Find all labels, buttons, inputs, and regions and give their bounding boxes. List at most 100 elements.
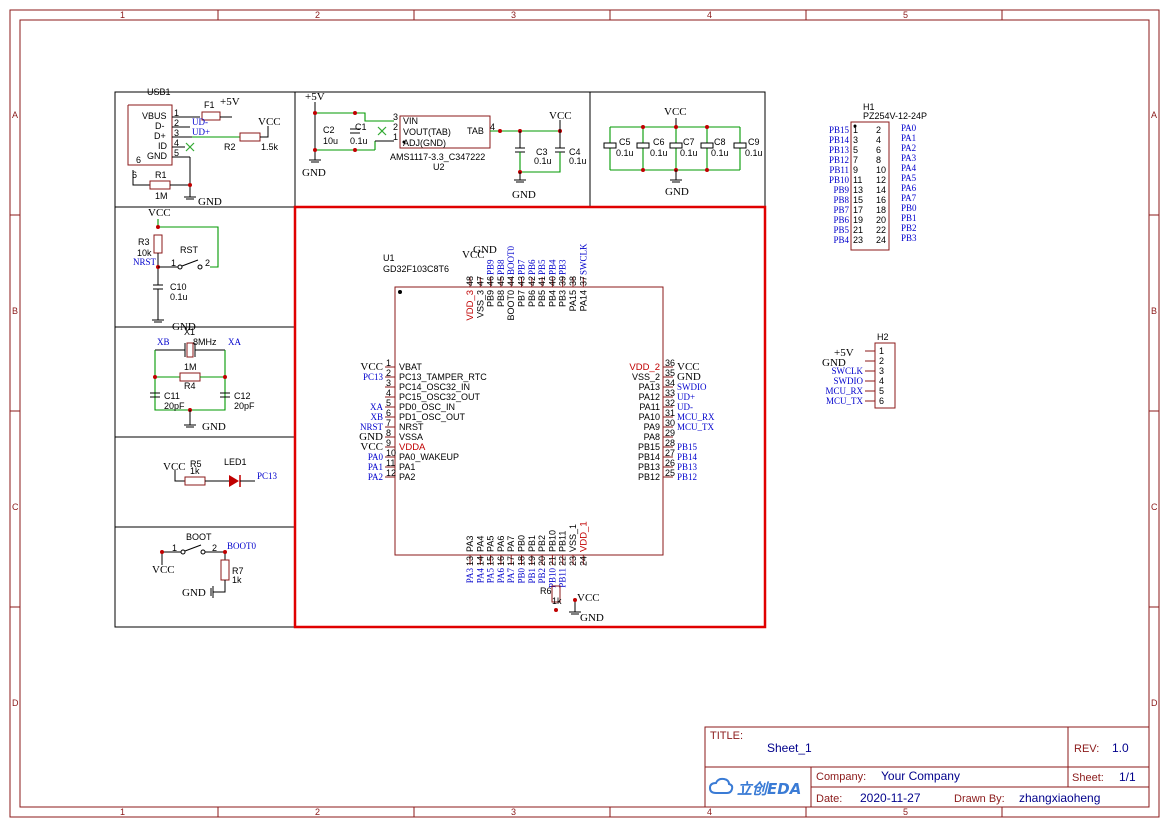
mcu-net-39: PB3 — [558, 259, 568, 275]
c11-label: C11 — [164, 391, 180, 401]
c7-label: C7 — [683, 137, 695, 147]
boot-vcc: VCC — [152, 564, 175, 576]
mcu-net-10: PA0 — [368, 452, 384, 462]
mcu-pin-name-20: PB2 — [537, 535, 547, 552]
mcu-pin-name-37: PA14 — [578, 290, 588, 311]
h1-net-left-5: PB13 — [829, 145, 850, 155]
h2-net-4: SWDIO — [834, 376, 864, 386]
h1-pnum-9: 9 — [853, 165, 858, 175]
zone-row-d-left: D — [12, 698, 19, 708]
mcu-net-43: PB7 — [517, 259, 527, 275]
mcu-pin-num-12: 12 — [386, 468, 396, 478]
rst-switch-label: RST — [180, 245, 199, 255]
mcu-pin-num-8: 8 — [386, 428, 391, 438]
xtal-net-xb: XB — [157, 337, 170, 347]
mcu-pin-num-24: 24 — [578, 556, 588, 566]
xtal-gnd: GND — [202, 421, 226, 433]
mcu-net-44: BOOT0 — [506, 246, 516, 275]
mcu-bot-vcc: VCC — [577, 592, 600, 604]
mcu-pin-name-5: PD0_OSC_IN — [399, 402, 455, 412]
zone-row-b-left: B — [12, 306, 18, 316]
c5-value: 0.1u — [616, 148, 634, 158]
crystal-circuit: X1 8MHz XB XA 1M R4 C11 20pF C12 20pF GN… — [150, 327, 255, 433]
mcu-pin-name-9: VDDA — [399, 442, 426, 453]
h1-net-right-10: PA4 — [901, 163, 917, 173]
f1-label: F1 — [204, 100, 215, 110]
tb-company-label: Company: — [816, 771, 866, 783]
h2-pnum-6: 6 — [879, 396, 884, 406]
ldo-pin-tab: TAB — [467, 126, 484, 136]
h1-net-right-8: PA3 — [901, 153, 917, 163]
h1-part: PZ254V-12-24P — [863, 111, 927, 121]
h2-net-3: SWCLK — [832, 366, 864, 376]
mcu-pin-num-22: 22 — [558, 556, 568, 566]
ldo-ref: U2 — [433, 162, 445, 172]
mcu-pin-name-36: VDD_2 — [629, 362, 660, 373]
mcu-net-34: SWDIO — [677, 382, 707, 392]
mcu-pin-num-37: 37 — [578, 276, 588, 286]
h1-net-left-11: PB10 — [829, 175, 850, 185]
mcu-pin-num-27: 27 — [665, 448, 675, 458]
h1-net-left-13: PB9 — [833, 185, 849, 195]
zone-row-b-right: B — [1151, 306, 1157, 316]
mcu-pin-num-25: 25 — [665, 468, 675, 478]
c2-label: C2 — [323, 125, 335, 135]
mcu-pin-num-26: 26 — [665, 458, 675, 468]
mcu-ref: U1 — [383, 253, 395, 263]
zone-row-d-right: D — [1151, 698, 1158, 708]
mcu-pin-num-44: 44 — [506, 276, 516, 286]
mcu-net-17: PA7 — [506, 568, 516, 584]
r4-label: R4 — [184, 381, 196, 391]
mcu-bottom-pins: 13PA3PA314PA4PA415PA5PA516PA6PA617PA7PA7… — [465, 521, 589, 588]
c11-value: 20pF — [164, 401, 185, 411]
mcu-net-20: PB2 — [537, 568, 547, 584]
tb-logo-text: 立创EDA — [737, 780, 801, 798]
c10-label: C10 — [170, 282, 187, 292]
mcu-top-vcc: VCC — [462, 249, 485, 261]
r1-label: R1 — [155, 170, 167, 180]
mcu-pin-num-6: 6 — [386, 408, 391, 418]
zone-row-c-right: C — [1151, 502, 1158, 512]
h1-net-right-2: PA0 — [901, 123, 917, 133]
mcu-pin-num-21: 21 — [547, 556, 557, 566]
mcu-pin-num-38: 38 — [568, 276, 578, 286]
c1-label: C1 — [355, 122, 367, 132]
tb-date-label: Date: — [816, 793, 842, 805]
mcu-pin-num-20: 20 — [537, 556, 547, 566]
mcu-pin-name-7: NRST — [399, 422, 424, 432]
outer-frame — [9, 9, 1160, 818]
usb-pnum-1: 1 — [174, 108, 179, 118]
mcu-pin-num-16: 16 — [496, 556, 506, 566]
mcu-pin-name-34: PA13 — [639, 382, 660, 392]
mcu-pin-num-46: 46 — [486, 276, 496, 286]
mcu-pin-num-33: 33 — [665, 388, 675, 398]
ldo-part: AMS1117-3.3_C347222 — [390, 152, 485, 162]
rst-net-nrst: NRST — [133, 257, 157, 267]
mcu-pin-num-4: 4 — [386, 388, 391, 398]
h1-net-right-24: PB3 — [901, 233, 917, 243]
mcu-net-12: PA2 — [368, 472, 383, 482]
h1-net-left-3: PB14 — [829, 135, 850, 145]
usb-pnum-6b: 6 — [132, 170, 137, 180]
mcu-net-35: GND — [677, 371, 701, 383]
h1-pnum-14: 14 — [876, 185, 886, 195]
h1-pnum-24: 24 — [876, 235, 886, 245]
mcu-pin-num-41: 41 — [537, 276, 547, 286]
mcu-pin-name-39: PB3 — [558, 290, 568, 307]
mcu-pin-num-11: 11 — [386, 458, 395, 468]
boot-circuit: BOOT 1 2 BOOT0 VCC R7 1k GND — [152, 532, 256, 599]
c3-label: C3 — [536, 147, 548, 157]
mcu-pin-name-4: PC15_OSC32_OUT — [399, 392, 481, 402]
c4-label: C4 — [569, 147, 581, 157]
usb-connector: USB1 VBUS D- D+ ID GND 1 2 3 4 5 6 6 F1 … — [127, 87, 281, 208]
c9-value: 0.1u — [745, 148, 763, 158]
zone-col-4-top: 4 — [707, 10, 712, 20]
zone-col-2-top: 2 — [315, 10, 320, 20]
c8-value: 0.1u — [711, 148, 729, 158]
h1-net-right-6: PA2 — [901, 143, 916, 153]
mcu-pin-name-14: PA4 — [475, 536, 485, 552]
tb-date: 2020-11-27 — [860, 791, 921, 805]
